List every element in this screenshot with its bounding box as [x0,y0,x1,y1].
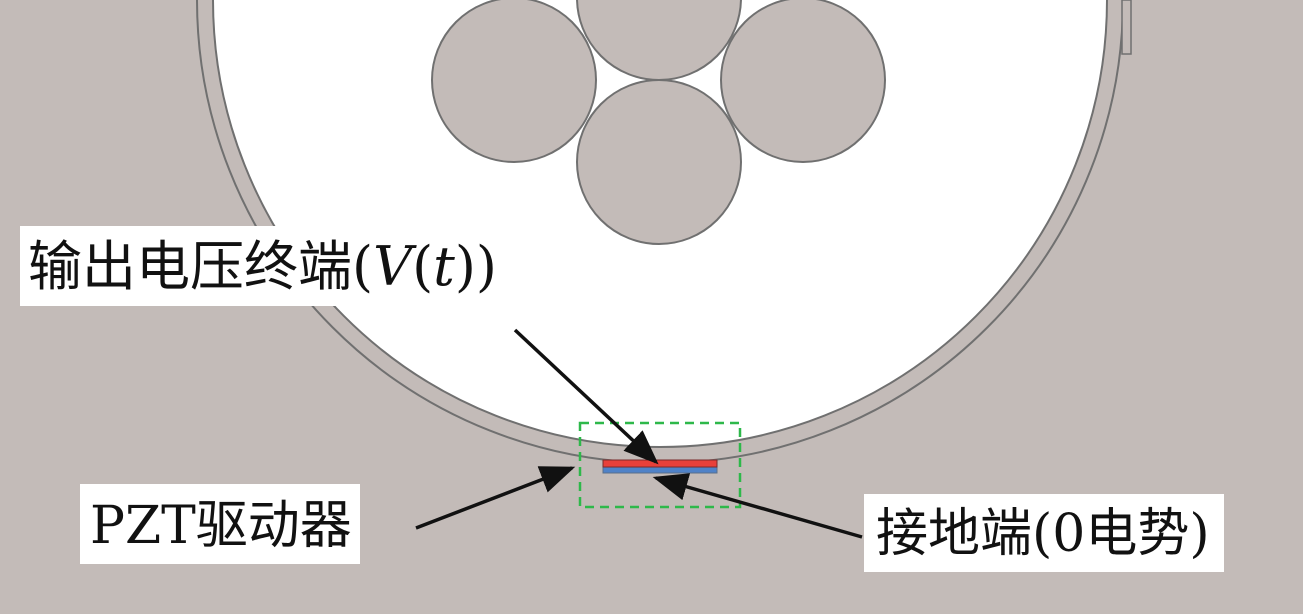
ground-terminal-label: 接地端(0电势) [864,494,1224,572]
arrow-ground [652,473,863,539]
strand-right [720,0,886,163]
edge-tab [1121,0,1132,55]
arrow-output [513,328,659,465]
strand-bottom [576,79,742,245]
pzt-highlight-box [578,421,742,509]
output-voltage-label: 输出电压终端(V(t)) [20,226,507,306]
arrow-pzt [415,466,576,530]
pzt-actuator-label: PZT驱动器 [80,484,360,564]
strand-left [431,0,597,163]
pzt-top-electrode [602,459,718,468]
